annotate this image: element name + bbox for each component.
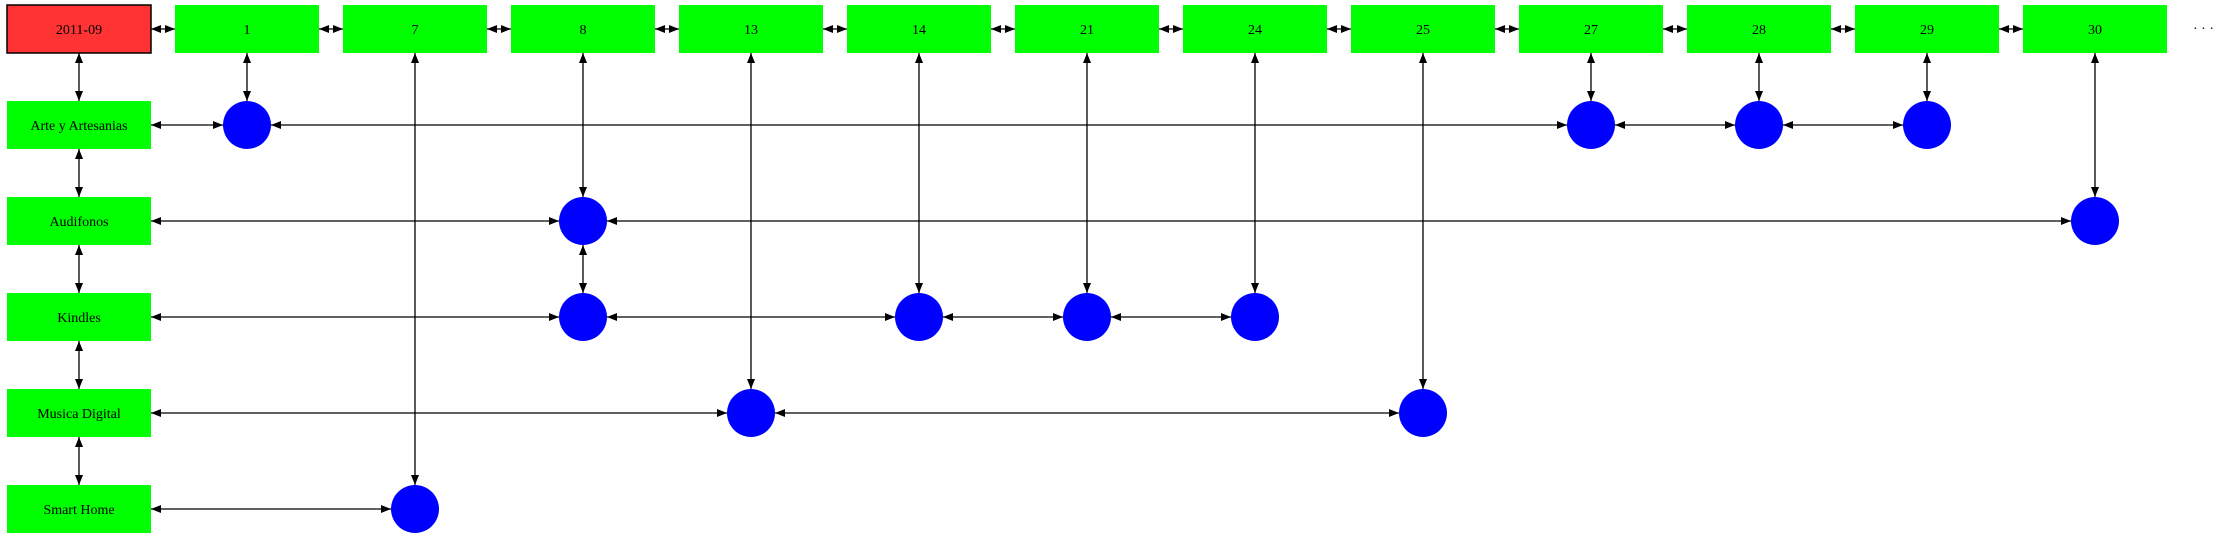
day-13-box bbox=[679, 5, 823, 53]
day-24-label: 24 bbox=[1248, 23, 1262, 38]
day-13: 13 bbox=[679, 5, 823, 53]
day-27-box bbox=[1519, 5, 1663, 53]
day-28: 28 bbox=[1687, 5, 1831, 53]
day-14-box bbox=[847, 5, 991, 53]
month-header: 2011-09 bbox=[6, 4, 152, 54]
header-trailing-dots: · · · bbox=[2193, 22, 2214, 37]
month-header-box bbox=[6, 4, 152, 54]
event-dot-kindles-day-8 bbox=[559, 293, 607, 341]
day-29-box bbox=[1855, 5, 1999, 53]
month-header-label: 2011-09 bbox=[56, 23, 102, 38]
nodes-layer: 2011-09 1 7 8 13 14 21 24 25 27 28 29 30 · · · Arte y … bbox=[6, 4, 2214, 533]
edges-layer bbox=[75, 25, 2099, 513]
event-dot-smart-home-day-7 bbox=[391, 485, 439, 533]
day-7: 7 bbox=[343, 5, 487, 53]
day-27: 27 bbox=[1519, 5, 1663, 53]
day-25-label: 25 bbox=[1416, 23, 1430, 38]
event-dot-audifonos-day-30 bbox=[2071, 197, 2119, 245]
day-14: 14 bbox=[847, 5, 991, 53]
category-arte-y-artesanias-box bbox=[7, 101, 151, 149]
category-musica-digital-label: Musica Digital bbox=[37, 407, 121, 422]
day-21-box bbox=[1015, 5, 1159, 53]
event-dot-kindles-day-24 bbox=[1231, 293, 1279, 341]
day-8-box bbox=[511, 5, 655, 53]
day-27-label: 27 bbox=[1584, 23, 1598, 38]
day-28-box bbox=[1687, 5, 1831, 53]
day-21-label: 21 bbox=[1080, 23, 1094, 38]
day-13-label: 13 bbox=[744, 23, 758, 38]
day-25: 25 bbox=[1351, 5, 1495, 53]
day-1-box bbox=[175, 5, 319, 53]
day-24-box bbox=[1183, 5, 1327, 53]
day-8-label: 8 bbox=[580, 23, 587, 38]
category-kindles-label: Kindles bbox=[57, 311, 101, 326]
day-1-label: 1 bbox=[244, 23, 251, 38]
day-14-label: 14 bbox=[912, 23, 926, 38]
event-dot-kindles-day-14 bbox=[895, 293, 943, 341]
day-30: 30 bbox=[2023, 5, 2167, 53]
day-30-label: 30 bbox=[2088, 23, 2102, 38]
day-29-label: 29 bbox=[1920, 23, 1934, 38]
event-dot-audifonos-day-8 bbox=[559, 197, 607, 245]
day-29: 29 bbox=[1855, 5, 1999, 53]
day-25-box bbox=[1351, 5, 1495, 53]
day-24: 24 bbox=[1183, 5, 1327, 53]
day-21: 21 bbox=[1015, 5, 1159, 53]
event-dot-musica-digital-day-13 bbox=[727, 389, 775, 437]
day-30-box bbox=[2023, 5, 2167, 53]
category-kindles: Kindles bbox=[7, 293, 151, 341]
event-dot-kindles-day-21 bbox=[1063, 293, 1111, 341]
day-1: 1 bbox=[175, 5, 319, 53]
day-28-label: 28 bbox=[1752, 23, 1766, 38]
category-smart-home-label: Smart Home bbox=[43, 503, 114, 518]
category-audifonos: Audifonos bbox=[7, 197, 151, 245]
event-dot-arte-y-artesanias-day-29 bbox=[1903, 101, 1951, 149]
category-audifonos-label: Audifonos bbox=[49, 215, 108, 230]
category-smart-home-box bbox=[7, 485, 151, 533]
event-dot-arte-y-artesanias-day-1 bbox=[223, 101, 271, 149]
event-dot-musica-digital-day-25 bbox=[1399, 389, 1447, 437]
category-musica-digital-box bbox=[7, 389, 151, 437]
category-smart-home: Smart Home bbox=[7, 485, 151, 533]
day-8: 8 bbox=[511, 5, 655, 53]
category-arte-y-artesanias-label: Arte y Artesanias bbox=[30, 119, 127, 134]
day-7-box bbox=[343, 5, 487, 53]
day-7-label: 7 bbox=[412, 23, 419, 38]
event-dot-arte-y-artesanias-day-27 bbox=[1567, 101, 1615, 149]
category-audifonos-box bbox=[7, 197, 151, 245]
category-kindles-box bbox=[7, 293, 151, 341]
category-arte-y-artesanias: Arte y Artesanias bbox=[7, 101, 151, 149]
event-dot-arte-y-artesanias-day-28 bbox=[1735, 101, 1783, 149]
category-musica-digital: Musica Digital bbox=[7, 389, 151, 437]
